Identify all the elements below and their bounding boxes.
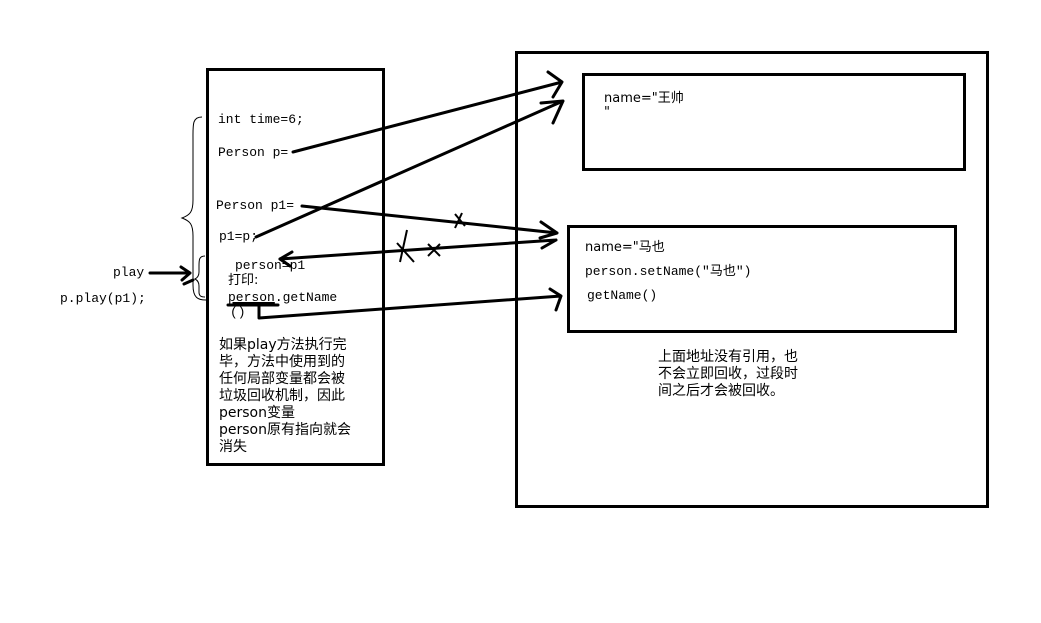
outer-brace-icon <box>180 116 207 301</box>
play-call-label: p.play(p1); <box>60 291 146 306</box>
object2-setname: person.setName("马也") <box>585 264 752 279</box>
arrow-play-call <box>148 265 195 286</box>
stack-note-line: 毕，方法中使用到的 <box>219 354 345 370</box>
person-variable: person <box>228 290 275 305</box>
heap-note: 上面地址没有引用，也 不会立即回收，过段时 间之后才会被回收。 <box>658 349 838 400</box>
heap-object-wangshuai <box>582 73 966 171</box>
inner-brace-icon <box>193 255 206 298</box>
stack-note-line: 任何局部变量都会被 <box>219 371 345 387</box>
stack-frame-box <box>206 68 385 466</box>
stack-note-line: 垃圾回收机制，因此 <box>219 388 345 404</box>
heap-note-line: 间之后才会被回收。 <box>658 383 784 399</box>
object2-getname: getName() <box>587 288 658 303</box>
play-method-label: play <box>113 265 145 280</box>
stack-note: 如果play方法执行完 毕，方法中使用到的 任何局部变量都会被 垃圾回收机制，因… <box>219 337 379 456</box>
stack-line-int-time: int time=6; <box>218 112 304 127</box>
stack-note-line: 消失 <box>219 439 247 455</box>
cross-mark <box>427 243 441 257</box>
stack-line-p1-assign: p1=p; <box>219 229 259 244</box>
heap-object-maye <box>567 225 957 333</box>
cross-mark <box>454 212 466 229</box>
stack-line-getname: person.getName <box>228 290 337 305</box>
heap-box <box>515 51 989 508</box>
heap-note-line: 上面地址没有引用，也 <box>658 349 798 365</box>
getname-call: .getName <box>274 290 338 305</box>
stack-line-person-p1: Person p1= <box>216 198 295 213</box>
stack-note-line: person变量 <box>219 405 295 421</box>
object1-name-field: name="王帅 <box>604 91 684 106</box>
object1-quote: " <box>604 105 610 120</box>
object2-name-field: name="马也 <box>585 240 665 255</box>
stack-line-parens: () <box>230 305 246 320</box>
cross-mark <box>396 229 415 263</box>
stack-line-person-assign: person=p1 <box>235 258 306 273</box>
stack-line-print: 打印: <box>228 273 259 288</box>
stack-note-line: person原有指向就会 <box>219 422 351 438</box>
heap-note-line: 不会立即回收，过段时 <box>658 366 798 382</box>
stack-line-person-p: Person p= <box>218 145 289 160</box>
stack-note-line: 如果play方法执行完 <box>219 337 347 353</box>
